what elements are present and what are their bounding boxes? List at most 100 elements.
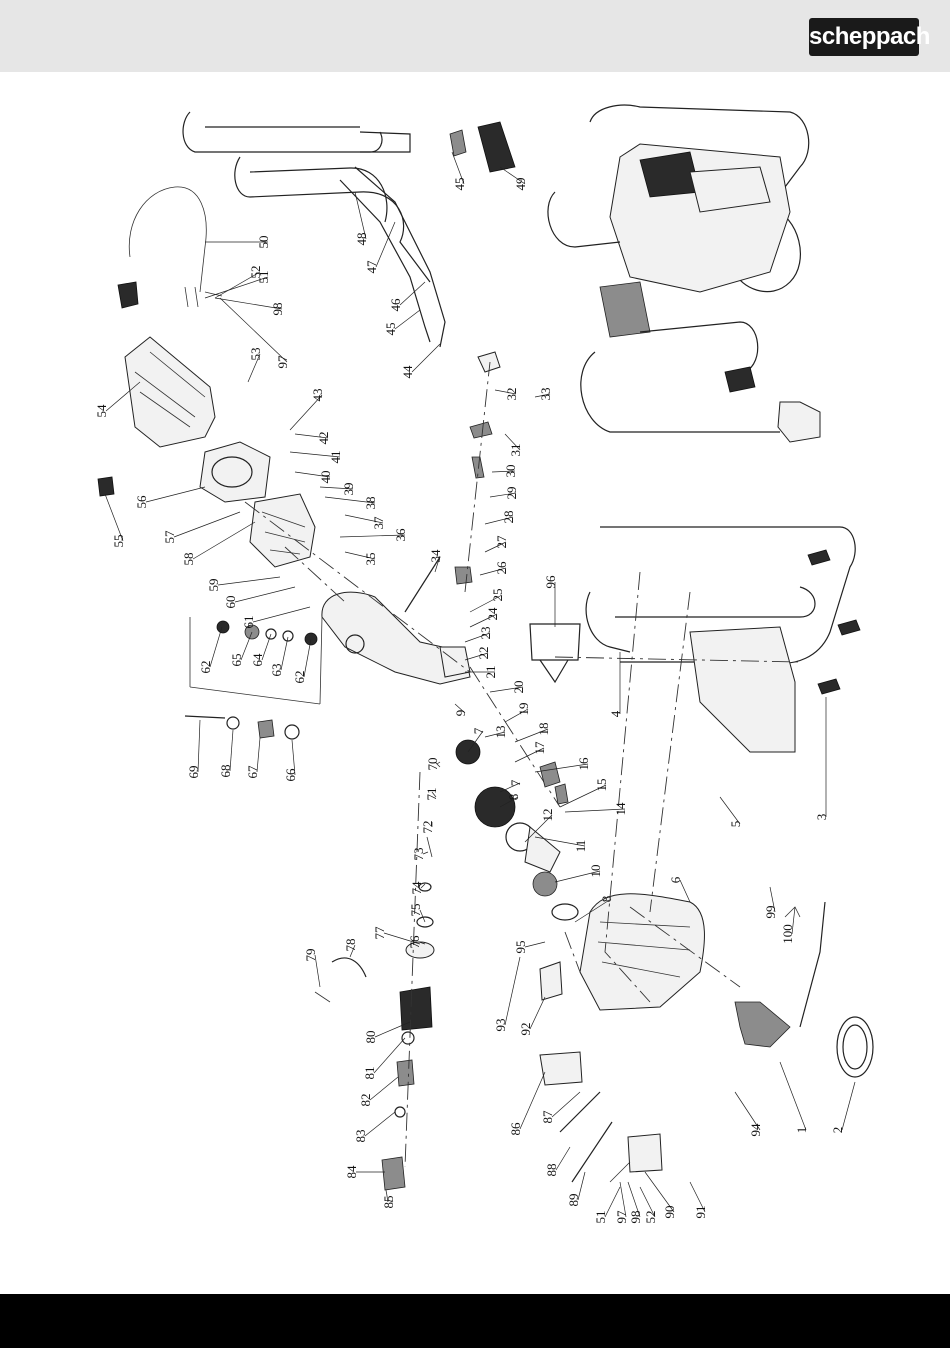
part-number-label: 15 — [594, 779, 609, 792]
part-number-label: 52 — [643, 1211, 658, 1224]
part-number-label: 86 — [508, 1122, 523, 1136]
part-number-label: 80 — [363, 1031, 378, 1044]
leader-line — [484, 516, 514, 525]
part-number-label: 93 — [493, 1019, 508, 1032]
part-number-label: 19 — [516, 703, 531, 716]
part-number-label: 6 — [668, 876, 683, 883]
part-number-label: 96 — [543, 575, 558, 589]
leader-line — [484, 541, 507, 553]
leader-line — [375, 221, 396, 268]
leader-line — [604, 1186, 621, 1218]
leader-line — [627, 1181, 641, 1218]
leader-line — [303, 638, 312, 678]
leader-line — [534, 836, 586, 847]
part-number-label: 88 — [544, 1164, 559, 1177]
leader-line — [383, 932, 421, 945]
leader-line — [494, 389, 517, 395]
part-number-label: 50 — [256, 236, 271, 249]
part-number-label: 32 — [504, 388, 519, 401]
part-number-label: 62 — [198, 661, 213, 674]
part-number-label: 18 — [536, 723, 551, 736]
part-number-label: 1 — [794, 1127, 809, 1134]
leader-line — [364, 1111, 396, 1137]
leader-line — [314, 954, 321, 988]
part-number-label: 17 — [532, 741, 547, 755]
leader-line — [419, 909, 426, 923]
part-number-label: 85 — [381, 1196, 396, 1209]
leader-line — [464, 632, 491, 643]
leader-line — [369, 1076, 399, 1101]
part-number-label: 95 — [513, 941, 528, 954]
part-number-label: 56 — [134, 495, 149, 509]
leader-line — [499, 166, 526, 185]
leader-line — [534, 393, 551, 398]
part-number-label: 34 — [428, 549, 443, 563]
part-number-label: 31 — [508, 444, 523, 457]
part-number-label: 92 — [518, 1023, 533, 1036]
leader-line — [479, 567, 507, 576]
leader-line — [524, 941, 546, 948]
leader-line — [491, 470, 516, 473]
part-number-label: 67 — [245, 765, 260, 779]
leader-line — [422, 851, 429, 855]
leader-line — [294, 471, 331, 478]
leader-line — [217, 576, 281, 586]
leader-line — [529, 996, 546, 1030]
part-number-label: 59 — [206, 579, 221, 592]
part-number-label: 40 — [318, 471, 333, 484]
part-number-label: 41 — [328, 451, 343, 464]
part-number-label: 98 — [270, 303, 285, 316]
part-number-label: 63 — [269, 664, 284, 677]
exploded-parts-diagram: 1234567788910111213141516171819202122232… — [94, 104, 874, 1224]
part-number-label: 72 — [420, 821, 435, 834]
leader-line — [519, 1071, 546, 1130]
part-number-label: 73 — [411, 848, 426, 861]
leader-line — [434, 555, 441, 573]
part-number-label: 28 — [501, 511, 516, 524]
part-number-label: 23 — [478, 627, 493, 640]
part-number-label: 77 — [372, 926, 387, 940]
part-number-label: 57 — [162, 530, 177, 544]
leader-line — [289, 451, 341, 458]
part-number-label: 26 — [494, 561, 509, 575]
leader-line — [214, 297, 283, 310]
leader-line — [373, 1037, 406, 1074]
part-number-label: 90 — [662, 1206, 677, 1219]
leader-line — [319, 486, 354, 490]
part-number-label: 45 — [383, 323, 398, 336]
part-number-label: 97 — [614, 1210, 629, 1224]
part-number-label: 2 — [830, 1127, 845, 1134]
leader-line — [354, 191, 367, 240]
leader-line — [411, 343, 441, 373]
part-number-label: 7 — [508, 779, 523, 786]
diagram-drawing — [97, 104, 874, 1203]
leader-line — [349, 944, 356, 958]
leader-line — [577, 1171, 586, 1201]
leader-line — [551, 1091, 581, 1118]
leader-line — [289, 394, 323, 431]
part-number-label: 37 — [371, 516, 386, 530]
leader-line — [841, 1081, 856, 1131]
leader-line — [105, 381, 141, 412]
part-number-label: 27 — [494, 535, 509, 549]
part-number-label: 24 — [485, 607, 500, 621]
part-number-label: 14 — [613, 802, 628, 816]
part-number-label: 51 — [593, 1211, 608, 1224]
footer-band — [0, 1294, 950, 1348]
part-number-label: 9 — [453, 710, 468, 717]
leader-line — [418, 941, 426, 945]
header-band — [0, 0, 950, 72]
leader-line — [489, 686, 524, 693]
part-number-label: 79 — [303, 949, 318, 962]
part-number-label: 97 — [275, 355, 290, 369]
part-number-label: 4 — [608, 710, 623, 717]
part-number-label: 8 — [599, 896, 614, 903]
part-number-label: 66 — [283, 768, 298, 782]
leader-line — [294, 433, 329, 439]
part-number-label: 68 — [218, 765, 233, 778]
leader-line — [489, 492, 517, 498]
part-number-label: 7 — [471, 727, 486, 734]
leader-line — [734, 1091, 761, 1131]
leader-line — [514, 747, 545, 763]
part-number-label: 36 — [393, 528, 408, 542]
